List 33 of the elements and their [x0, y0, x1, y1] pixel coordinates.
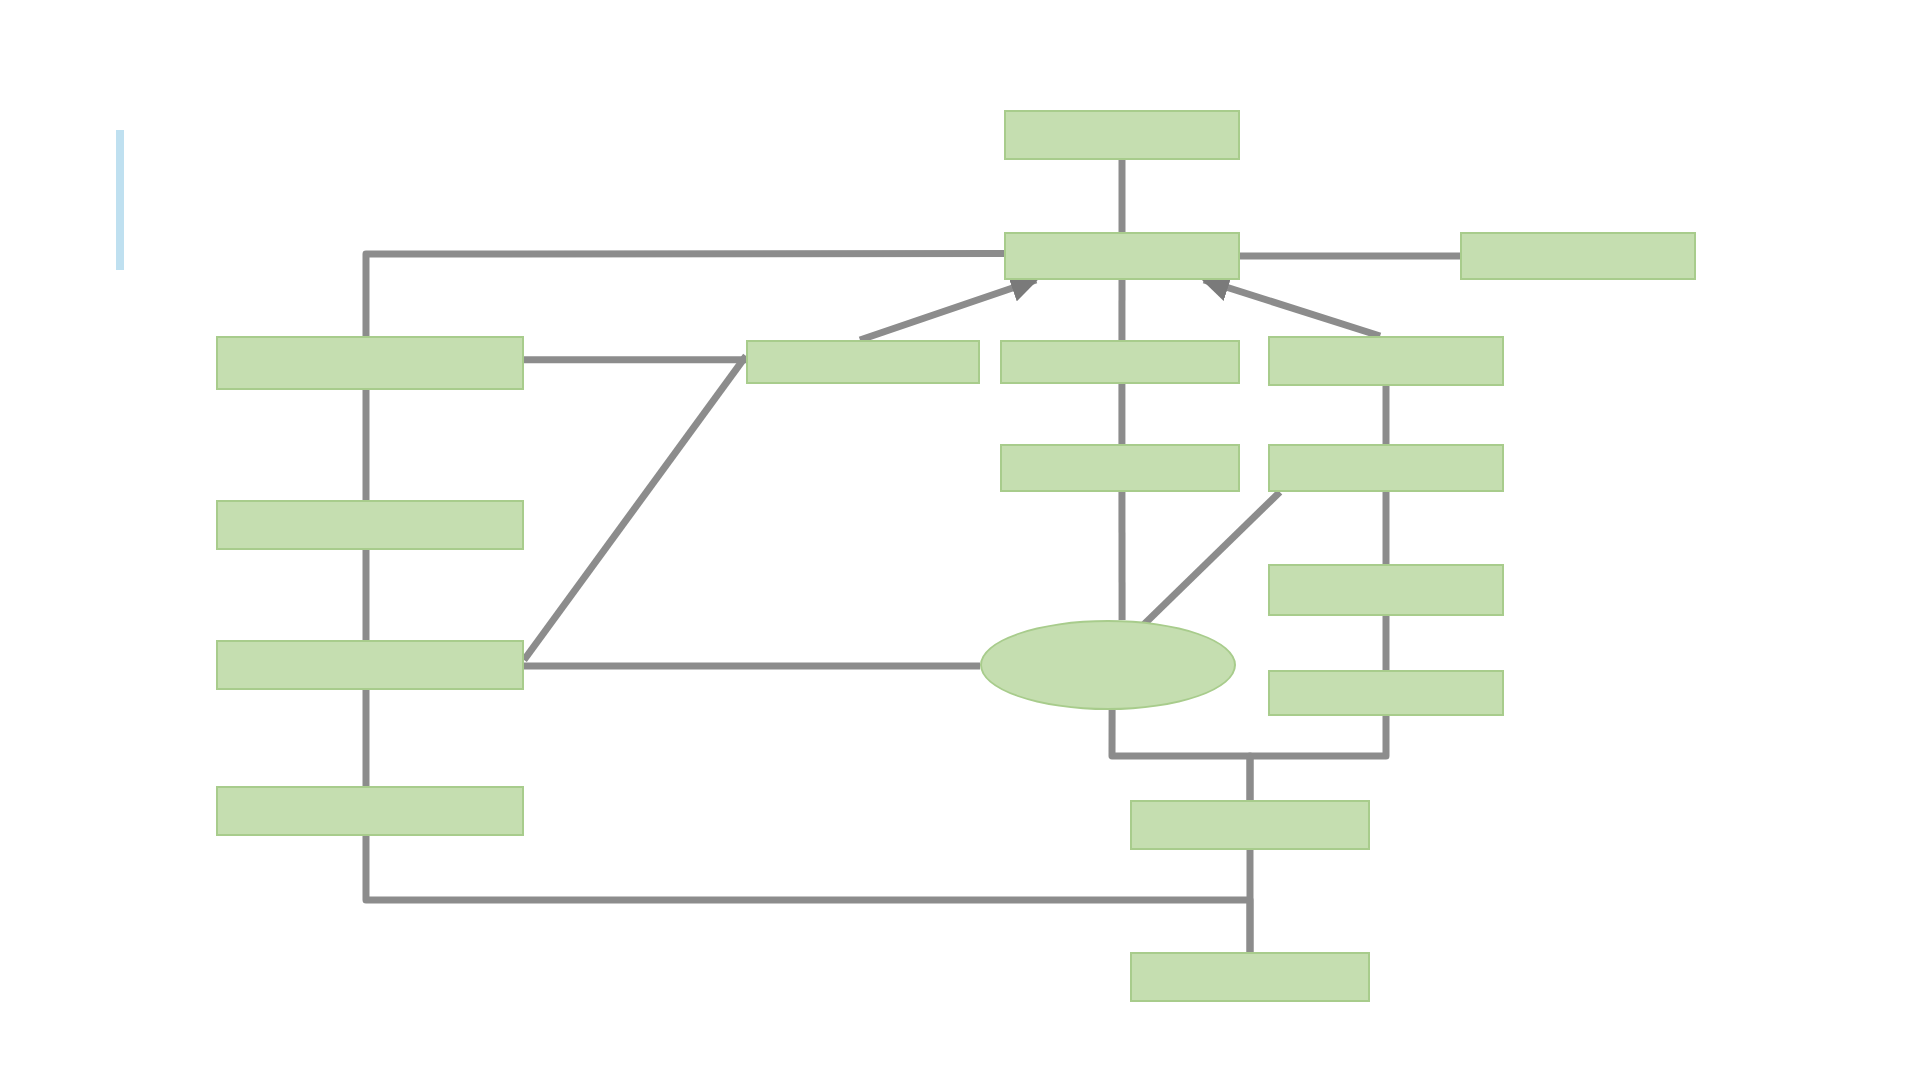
process-box [1004, 232, 1240, 280]
process-box [1130, 800, 1370, 850]
connector-line [1246, 716, 1390, 800]
process-box [216, 500, 524, 550]
connector-line [362, 690, 370, 786]
connector-line [1118, 384, 1126, 444]
connector-line [1118, 492, 1126, 620]
connector-line [1246, 850, 1254, 952]
process-box [216, 336, 524, 390]
process-box [1268, 336, 1504, 386]
process-box [1268, 444, 1504, 492]
process-box [1130, 952, 1370, 1002]
process-box [216, 640, 524, 690]
connector-line [362, 550, 370, 640]
connector-line [521, 353, 749, 663]
process-box [1004, 110, 1240, 160]
connector-line [1118, 160, 1126, 232]
connector-line [362, 390, 370, 500]
connector-line [1382, 616, 1390, 670]
process-box [1000, 444, 1240, 492]
connector-line [1382, 386, 1390, 444]
process-box [1000, 340, 1240, 384]
connector-line [1240, 252, 1460, 260]
process-box [1268, 564, 1504, 616]
connector-line [1382, 492, 1390, 564]
process-box [216, 786, 524, 836]
process-box [1460, 232, 1696, 280]
connector-line [362, 250, 1004, 336]
connector-line [1118, 280, 1126, 340]
connector-line [524, 356, 746, 364]
process-box [746, 340, 980, 384]
connector-line [524, 662, 980, 670]
process-box [1268, 670, 1504, 716]
